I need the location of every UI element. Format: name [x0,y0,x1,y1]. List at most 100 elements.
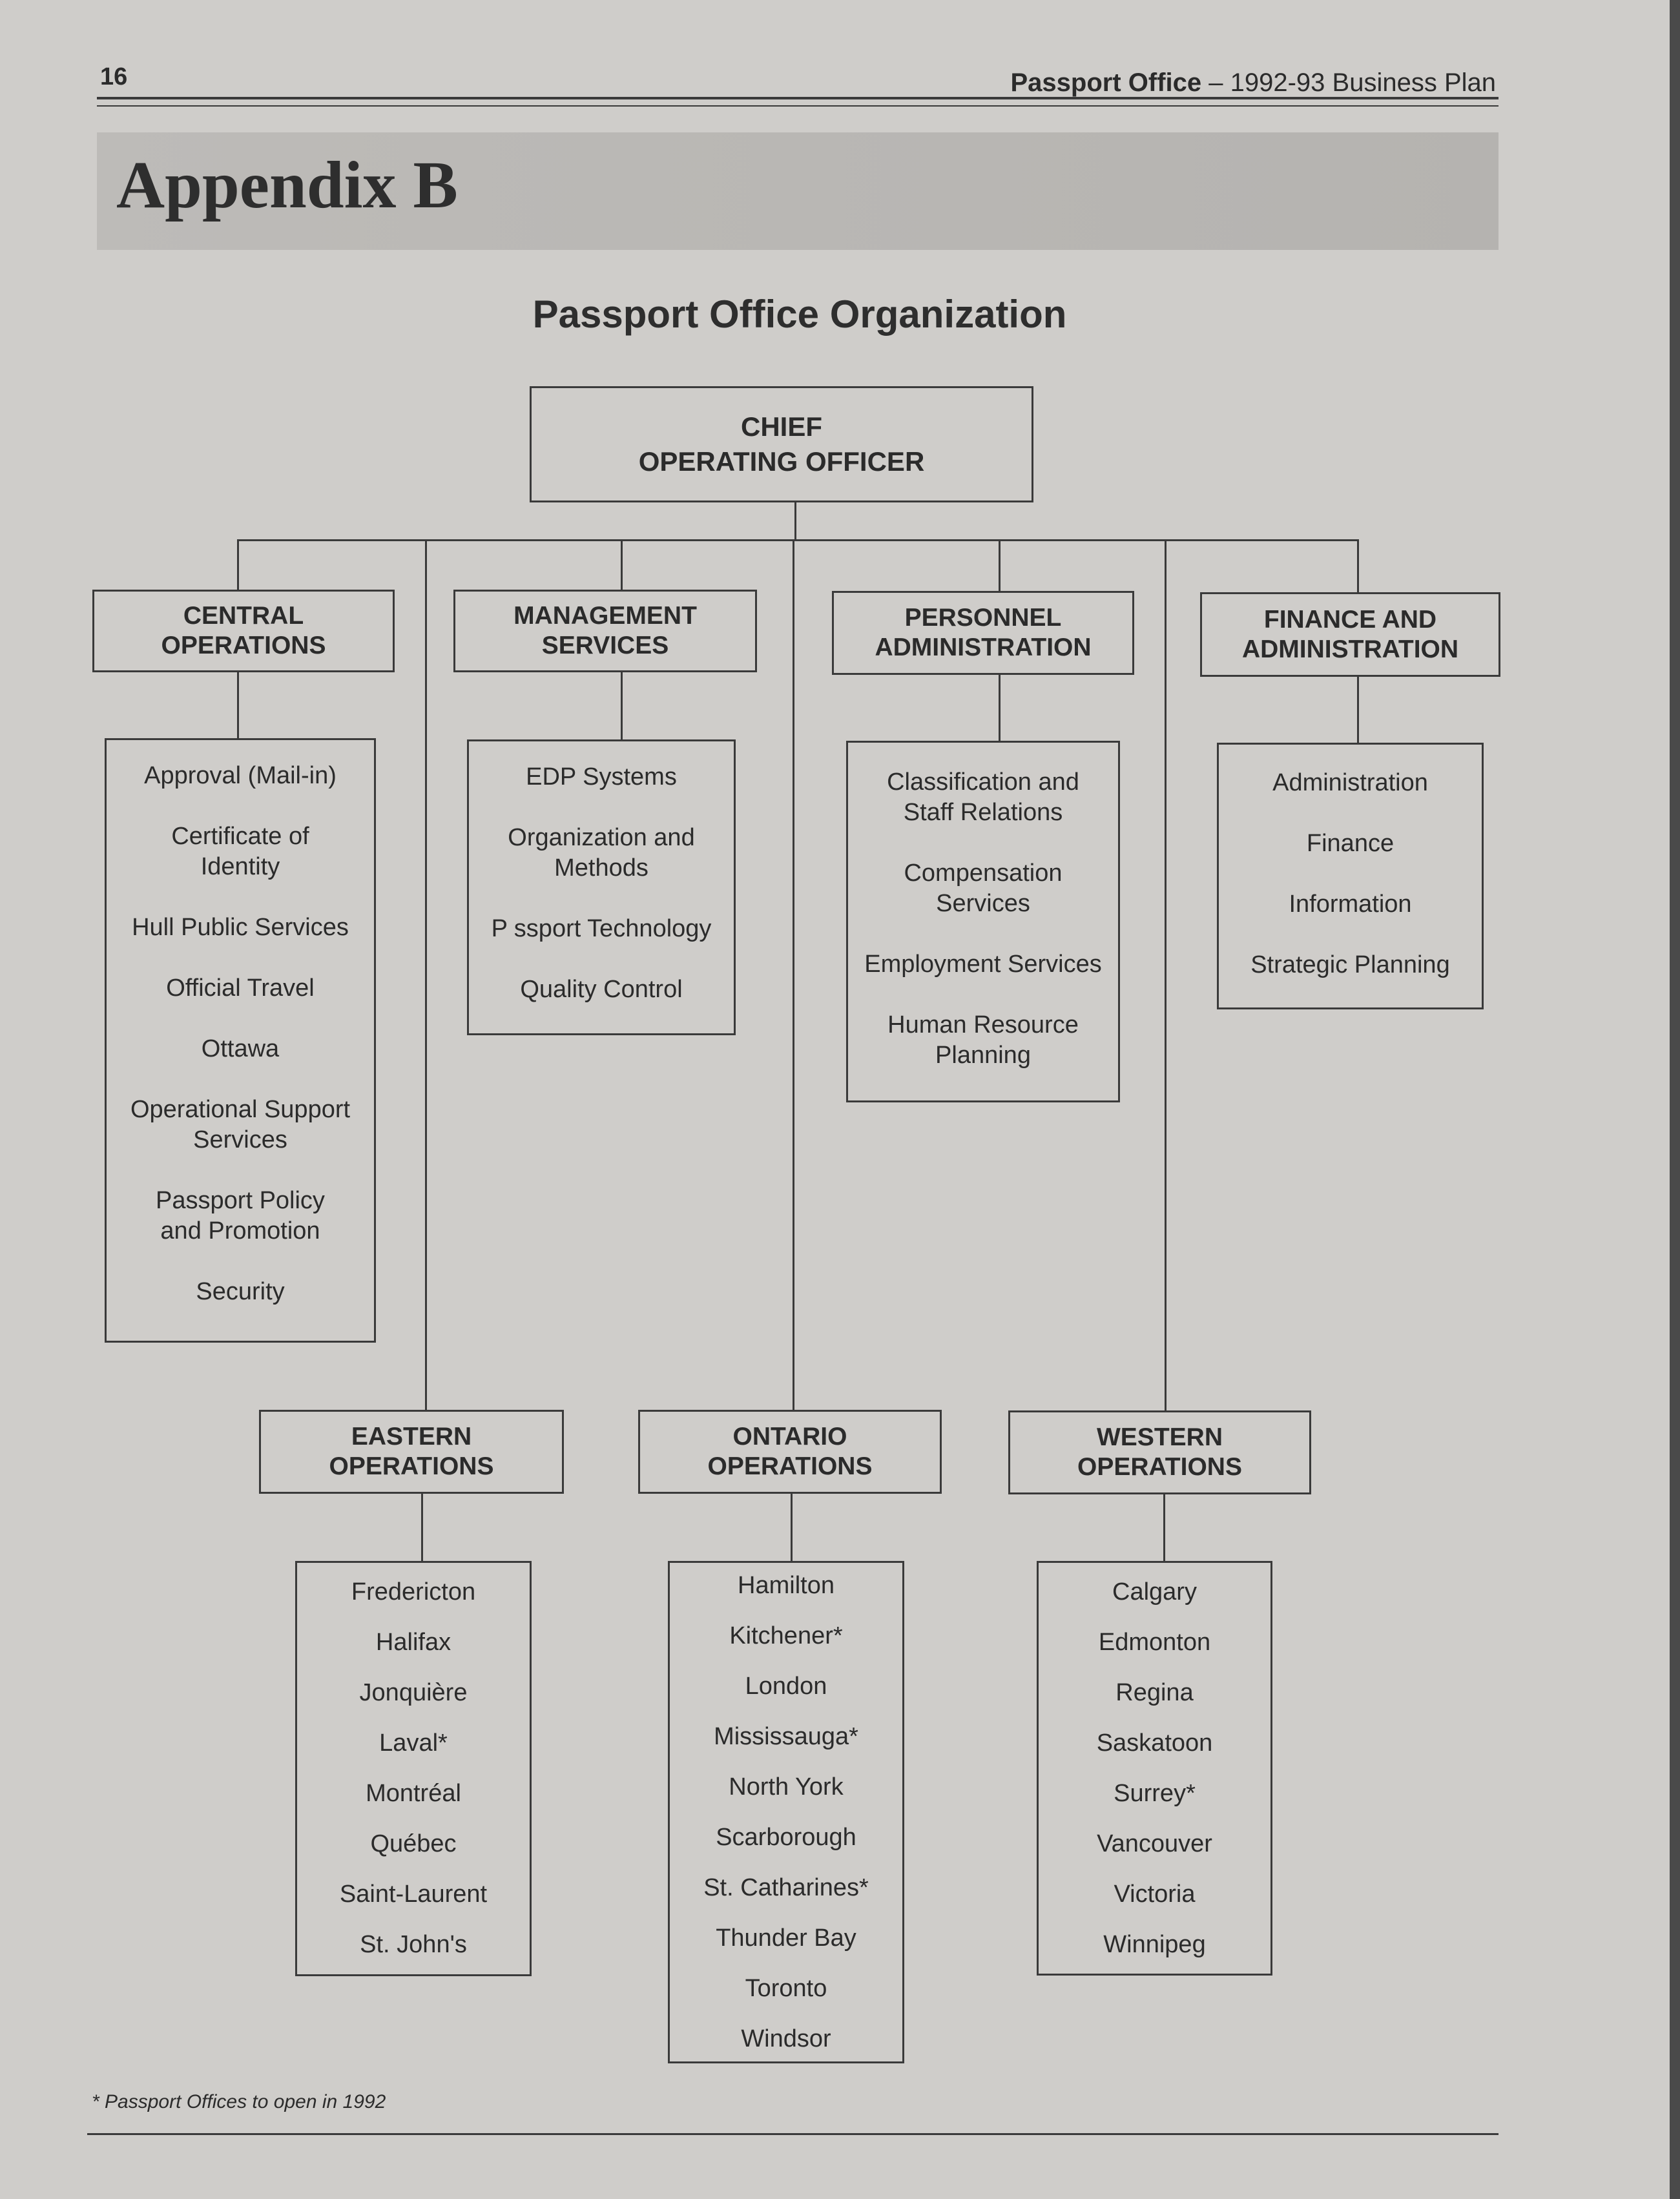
page-edge [1670,0,1680,2199]
list-item: Administration [1272,769,1428,796]
header-separator: – [1201,68,1230,97]
ontario-operations-list: Hamilton Kitchener* London Mississauga* … [668,1561,904,2063]
list-item: Organization and Methods [508,824,695,882]
list-item: Fredericton [351,1578,476,1605]
chief-title-line2: OPERATING OFFICER [638,446,925,477]
division-title-line2: ADMINISTRATION [875,634,1092,661]
list-item: Surrey* [1114,1780,1196,1807]
list-item: Windsor [741,2025,831,2052]
division-title-line1: PERSONNEL [904,604,1062,632]
list-item: P ssport Technology [491,915,712,942]
list-item: Quality Control [520,976,683,1003]
list-item: Jonquière [359,1679,468,1706]
connector-line [793,539,794,1410]
page-number: 16 [100,63,128,90]
division-title-line2: OPERATIONS [161,632,326,659]
list-item: Regina [1115,1679,1194,1706]
connector-line [1357,676,1359,743]
list-item: Security [196,1278,285,1305]
finance-administration-list: Administration Finance Information Strat… [1217,743,1484,1009]
list-item: Strategic Planning [1250,951,1450,978]
division-title-line1: CENTRAL [183,602,304,630]
division-title-line1: WESTERN [1097,1423,1223,1451]
chief-operating-officer-box: CHIEF OPERATING OFFICER [530,386,1033,502]
list-item: Laval* [379,1729,448,1757]
division-title-line2: SERVICES [541,632,669,659]
list-item: Hamilton [738,1572,835,1599]
list-item: Mississauga* [714,1723,858,1750]
connector-line [999,539,1001,591]
connector-line [421,1492,423,1562]
list-item: Classification and Staff Relations [887,769,1079,826]
list-item: Winnipeg [1103,1931,1206,1958]
division-title-line1: FINANCE AND [1263,605,1437,634]
connector-line [1165,539,1167,1410]
list-item: Passport Policy and Promotion [156,1187,325,1244]
list-item: Saint-Laurent [339,1881,488,1908]
list-item: Finance [1306,830,1395,857]
list-item: Edmonton [1098,1629,1211,1656]
list-item: Victoria [1114,1881,1196,1908]
list-item: North York [729,1773,844,1801]
publication-name: Passport Office [1010,68,1202,97]
list-item: Scarborough [716,1824,856,1851]
list-item: St. Catharines* [703,1874,869,1901]
list-item: Halifax [375,1629,451,1656]
connector-line [621,539,623,590]
list-item: Human Resource Planning [887,1011,1079,1069]
list-item: Thunder Bay [716,1925,856,1952]
list-item: Operational Support Services [130,1096,351,1153]
list-item: Official Travel [166,975,315,1002]
list-item: Vancouver [1097,1830,1212,1857]
list-item: Hull Public Services [132,914,349,941]
connector-line [621,672,623,739]
list-item: Montréal [366,1780,461,1807]
division-title-line2: ADMINISTRATION [1241,635,1459,663]
eastern-operations-list: Fredericton Halifax Jonquière Laval* Mon… [295,1561,532,1976]
list-item: Toronto [745,1975,827,2002]
list-item: Employment Services [864,951,1102,978]
list-item: Approval (Mail-in) [144,762,337,789]
division-title-line1: ONTARIO [732,1423,847,1451]
connector-line [999,674,1001,741]
appendix-title: Appendix B [116,148,458,222]
connector-line [1357,539,1359,592]
list-item: Information [1289,891,1412,918]
connector-line [791,1492,793,1562]
list-item: Saskatoon [1096,1729,1213,1757]
connector-line [237,672,239,739]
personnel-administration-list: Classification and Staff Relations Compe… [846,741,1120,1102]
connector-line [425,539,427,1410]
division-title-line2: OPERATIONS [1077,1453,1242,1481]
division-title-line1: MANAGEMENT [513,602,697,630]
list-item: Québec [370,1830,457,1857]
connector-line [794,501,796,540]
chart-title: Passport Office Organization [532,293,1067,336]
division-title-line1: EASTERN [351,1423,472,1451]
western-operations-list: Calgary Edmonton Regina Saskatoon Surrey… [1037,1561,1272,1976]
connector-line [237,539,1359,541]
list-item: Calgary [1112,1578,1197,1605]
management-services-list: EDP Systems Organization and Methods P s… [467,739,736,1035]
list-item: London [745,1673,827,1700]
header-rule-top [97,97,1499,99]
chief-title-line1: CHIEF [741,411,822,442]
list-item: Certificate of Identity [171,823,309,880]
connector-line [237,539,239,590]
footer-rule [87,2133,1499,2135]
connector-line [1163,1492,1165,1562]
publication-subtitle: 1992-93 Business Plan [1230,68,1496,97]
list-item: Ottawa [201,1035,280,1062]
list-item: EDP Systems [526,763,677,790]
list-item: Compensation Services [904,860,1063,917]
division-title-line2: OPERATIONS [707,1452,873,1480]
header-rule-bottom [97,105,1499,107]
list-item: St. John's [360,1931,467,1958]
